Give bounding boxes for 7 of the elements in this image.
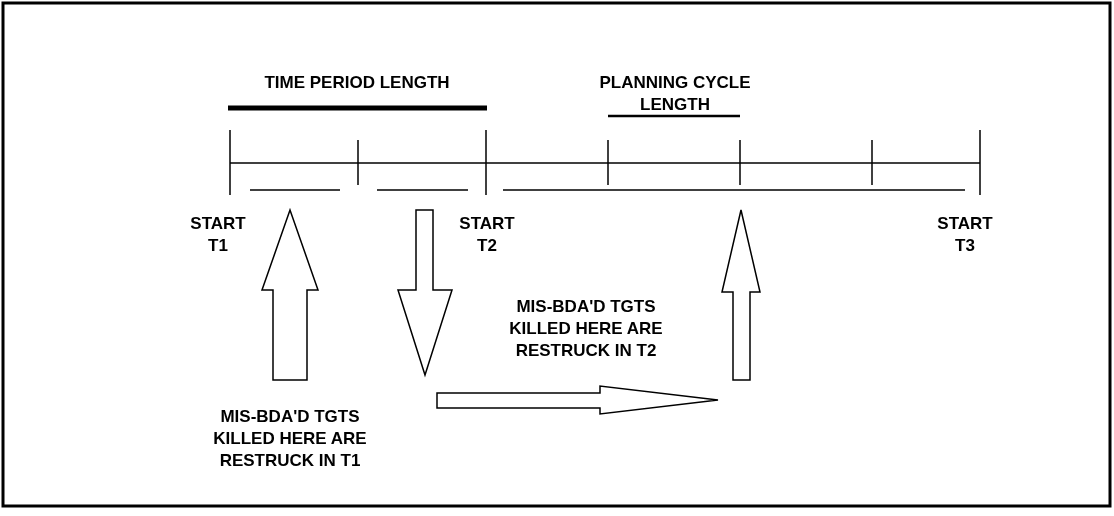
start-label: START T2 (458, 213, 516, 257)
start-label: START T3 (936, 213, 994, 257)
note-text: MIS-BDA'D TGTS KILLED HERE ARE RESTRUCK IN T1 (212, 406, 368, 472)
start-label: START T1 (189, 213, 247, 257)
period-label: PLANNING CYCLE LENGTH (598, 72, 752, 116)
period-label: TIME PERIOD LENGTH (263, 72, 451, 94)
note-text: MIS-BDA'D TGTS KILLED HERE ARE RESTRUCK IN T2 (508, 296, 664, 362)
